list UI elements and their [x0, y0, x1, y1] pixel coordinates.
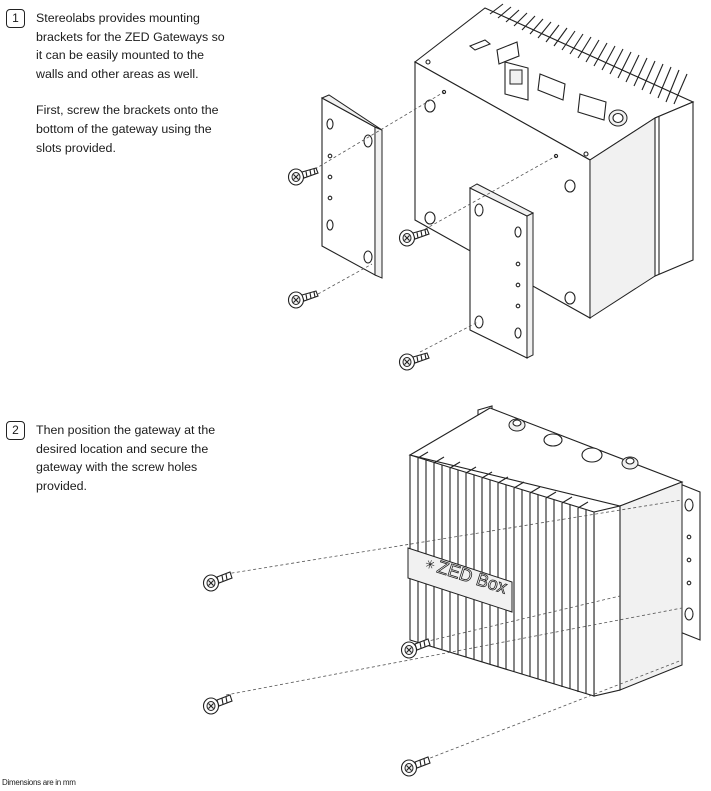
guide-lines-step1 [309, 91, 557, 353]
screw-step1-c [287, 290, 319, 309]
step-1-paragraph-1: Stereolabs provides mounting brackets fo… [36, 11, 225, 81]
screw-step2-a [202, 571, 233, 592]
screw-step1-a [287, 167, 319, 186]
gateway-step1 [414, 3, 695, 319]
guide-lines-step2 [225, 499, 683, 763]
bracket-right-step1 [468, 183, 535, 359]
step-1-paragraph-2: First, screw the brackets onto the botto… [36, 103, 219, 155]
step-2-paragraph-1: Then position the gateway at the desired… [36, 423, 216, 493]
screw-step1-d [398, 352, 430, 371]
gateway-step2 [407, 405, 701, 697]
screw-step1-b [398, 228, 430, 247]
screw-step2-c [202, 694, 233, 715]
step-2-number-badge: 2 [6, 421, 25, 440]
screw-step2-d [400, 756, 431, 777]
step-1-number-badge: 1 [6, 9, 25, 28]
dimensions-footnote: Dimensions are in mm [2, 778, 76, 787]
device-logo-star-icon: ✳ [423, 557, 437, 573]
step-1-instructions: Stereolabs provides mounting brackets fo… [36, 9, 226, 157]
bracket-left-step1 [320, 94, 383, 279]
step-2-instructions: Then position the gateway at the desired… [36, 421, 216, 495]
